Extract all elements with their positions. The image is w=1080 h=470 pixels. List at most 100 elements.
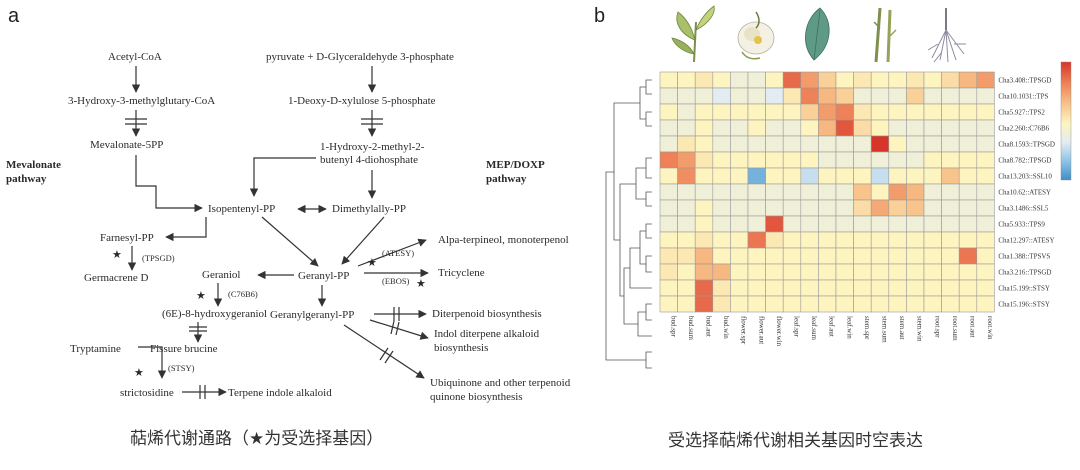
heatmap-row-label: Cha15.199::STSY [998,285,1050,293]
blocked-arrow-ggpp-to-ubiquinone [343,324,425,379]
heatmap-cell [958,279,978,297]
heatmap-cell [747,71,766,89]
fpp-node: Farnesyl-PP [100,232,154,244]
heatmap-cell [712,87,731,105]
heatmap-cell [800,71,819,89]
heatmap-cell [747,263,766,281]
heatmap-cell [659,215,678,233]
heatmap-cell [941,247,960,265]
heatmap-cell [835,215,854,233]
heatmap-cell [818,151,837,169]
heatmap-cell [818,87,837,105]
ubiquinone-node-line-1: Ubiquinone and other terpenoid [430,377,571,389]
gene-atesy-label: (ATESY) [382,248,414,258]
heatmap-cell [712,183,731,201]
heatmap-column-label: bud.win [722,316,730,339]
heatmap-cell [870,183,890,201]
heatmap-cell [923,263,942,281]
ggpp-node: Geranylgeranyl-PP [270,309,354,321]
heatmap-cell [888,215,907,233]
heatmap-cell [730,183,749,201]
heatmap-cell [976,87,995,105]
heatmap-cell [782,231,802,249]
heatmap-cell [677,247,696,265]
heatmap-cell [976,71,995,89]
heatmap-cell [958,199,978,217]
heatmap-cell [730,135,749,153]
heatmap-cell [818,167,837,185]
heatmap-cell [677,231,696,249]
heatmap-row-labels: Cha3.408::TPSGDCha10.1031::TPSCha5.927::… [998,77,1055,309]
heatmap-cell [765,183,784,201]
heatmap-cell [677,135,696,153]
heatmap-cell [941,295,960,313]
heatmap-cell [677,167,696,185]
heatmap-cell [976,199,995,217]
gene-stsy-label: (STSY) [168,363,195,373]
heatmap-cell [677,87,696,105]
heatmap-cell [835,103,854,121]
heatmap-cell [958,231,978,249]
heatmap-row-label: Cha12.297::ATESY [998,237,1054,245]
heatmap-row-label: Cha15.196::STSY [998,301,1050,309]
heatmap-cell [976,279,995,297]
fissure-brucine-node: Fissure brucine [150,343,218,355]
heatmap-cell [659,119,678,137]
heatmap-cell [958,135,978,153]
heatmap-cell [888,87,907,105]
color-scale-legend [1060,61,1072,181]
arrow-tryptamine-to-strictosidine [138,346,167,379]
heatmap-cell [730,279,749,297]
heatmap-cell [906,103,925,121]
heatmap-cell [712,135,731,153]
heatmap-cell [976,295,995,313]
heatmap-cell [888,183,907,201]
heatmap-cell [800,103,819,121]
panel-a-caption: 萜烯代谢通路（★为受选择基因） [130,429,383,449]
gene-ebos-label: (EBOS) [382,276,410,286]
heatmap-cell [853,151,872,169]
panel-b-label: b [594,5,605,27]
heatmap-cell [712,119,731,137]
heatmap-column-label: leaf.sum [810,316,818,340]
heatmap-cell [730,247,749,265]
heatmap-cell [782,71,802,89]
panel-a-label: a [8,5,20,27]
blocked-arrow-hydroxygeraniol-to-brucine [189,322,207,343]
heatmap-cell [835,167,854,185]
heatmap-cell [835,87,854,105]
heatmap-cell [694,279,714,297]
heatmap-cell [782,103,802,121]
indol-node-line-1: Indol diterpene alkaloid [434,328,540,340]
heatmap-cell [906,71,925,89]
heatmap-cell [835,135,854,153]
heatmap-cell [853,119,872,137]
heatmap-cell [782,87,802,105]
heatmap-cell [888,295,907,313]
heatmap-column-label: root.sum [951,316,959,341]
heatmap-cell [941,71,960,89]
heatmap-cell [835,247,854,265]
heatmap-cell [659,183,678,201]
heatmap-cell [923,103,942,121]
heatmap-cell [870,71,890,89]
heatmap-cell [747,247,766,265]
heatmap-cell [835,231,854,249]
heatmap-cell [906,135,925,153]
heatmap-row-label: Cha3.216::TPSGD [998,269,1051,277]
arrow-ipp-to-fpp [165,217,207,242]
heatmap-cell [976,103,995,121]
star-ebos-icon: ★ [416,278,426,290]
heatmap-cell [782,135,802,153]
mep-pathway-label-1: MEP/DOXP [486,159,545,171]
heatmap-cell [958,71,978,89]
heatmap-cell [818,135,837,153]
heatmap-cell [853,263,872,281]
heatmap-cell [694,71,714,89]
heatmap-cell [870,247,890,265]
heatmap-cell [976,119,995,137]
heatmap-cell [870,87,890,105]
heatmap-cell [958,167,978,185]
star-tpsgd-icon: ★ [112,249,122,261]
heatmap-cell [659,263,678,281]
